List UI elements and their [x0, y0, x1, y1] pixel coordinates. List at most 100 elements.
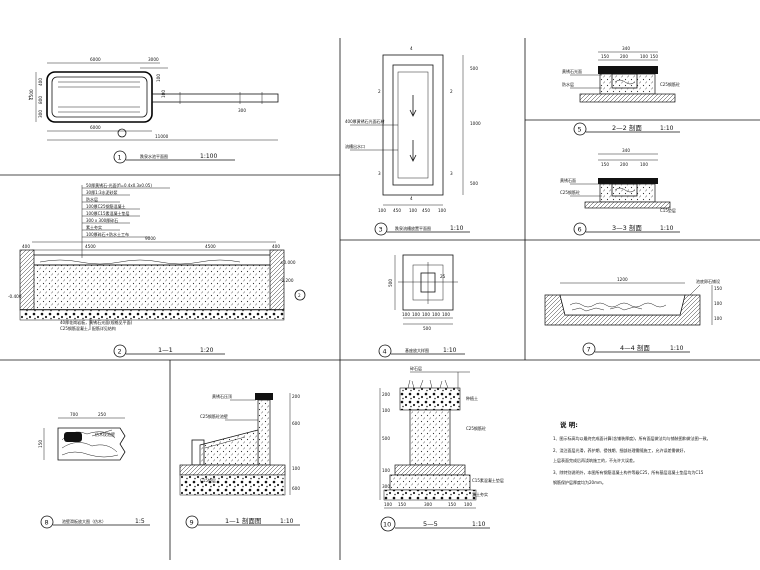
sec5-label-1: 黄锈石光面 — [562, 68, 582, 74]
plan3-dim-b1: 100 — [378, 208, 386, 213]
sec5-dim-4: 100 — [640, 54, 648, 59]
base4-side: 500 — [388, 279, 393, 287]
sec5-label-3: C25钢筋砼 — [660, 81, 680, 87]
sec7-dim-4: 100 — [714, 316, 722, 321]
sec10-dim-4: 100 — [382, 468, 390, 473]
sec10-dim-3: 500 — [382, 436, 390, 441]
detail-5-scale: 1:10 — [660, 125, 674, 132]
detail-3-num: 3 — [379, 226, 383, 234]
notes-item-5: 钢筋保护层厚度均为20mm。 — [553, 479, 606, 485]
sec6-dim-4: 100 — [640, 162, 648, 167]
sec2-bottom-note-2: C25钢筋混凝土，配筋详见结构 — [60, 325, 116, 331]
base4-d2: 100 — [412, 312, 420, 317]
plan3-dim-side-3: 500 — [470, 181, 478, 186]
notes-item-2: 2、浇注面层光滑，养护期、侵蚀期、细部处理需随施工，允许误差需做好， — [553, 447, 688, 453]
sec2-dim-edge-2: 400 — [272, 244, 280, 249]
sec5-dim-3: 200 — [620, 54, 628, 59]
sec7-dim-1: 1200 — [617, 277, 628, 282]
sec2-dim-edge-1: 400 — [22, 244, 30, 249]
sec10-dim-5: 300 — [382, 484, 390, 489]
sec7-label-1: 池底卵石铺设 — [696, 278, 720, 284]
plan3-cut-5: 3 — [450, 171, 453, 176]
sec9-dim-2: 600 — [292, 421, 300, 426]
sec5-dim-5: 150 — [650, 54, 658, 59]
sec5-dim-1: 340 — [622, 46, 630, 51]
sec10-label-4: C15素混凝土垫层 — [472, 477, 504, 483]
plan3-cut-2: 2 — [378, 89, 381, 94]
base4-center: 25 — [440, 274, 446, 279]
wall8-dim-2: 250 — [98, 412, 106, 417]
sec10-label-1: 碎石层 — [410, 365, 422, 371]
detail-7-section: 1200 150 100 100 池底卵石铺设 7 4—4 剖面 1:10 — [544, 277, 722, 356]
sec6-label-2: C25钢筋砼 — [560, 189, 580, 195]
wall8-dim-1: 700 — [70, 412, 78, 417]
detail-1-pool-plan: 6000 3000 6000 11000 4500 400 800 300 10… — [28, 57, 279, 164]
detail-4-num: 4 — [383, 348, 387, 356]
plan3-cut-1: 4 — [410, 46, 413, 51]
sec2-dim-total: 9000 — [145, 236, 156, 241]
plan3-dim-b5: 100 — [438, 208, 446, 213]
detail-5-section: 340 150 200 100 150 黄锈石光面 防水层 C25钢筋砼 5 2… — [562, 46, 680, 136]
wall8-dim-3: 150 — [38, 440, 43, 448]
sec10-dim-1: 200 — [382, 392, 390, 397]
notes-heading: 说 明: — [560, 420, 578, 429]
detail-9-title: 1—1 剖面图 — [225, 516, 261, 525]
sec9-dim-1: 200 — [292, 394, 300, 399]
detail-3-title: 跌泉流槽放置平面图 — [395, 225, 431, 231]
sec10-b3: 300 — [424, 502, 432, 507]
detail-4-title: 基座放大样图 — [405, 347, 429, 353]
plan1-dim-left-3: 800 — [38, 96, 43, 104]
sec10-label-2: C25钢筋砼 — [466, 425, 486, 431]
plan1-dim-right-3: 300 — [238, 108, 246, 113]
sec2-leader-7: 素土夯实 — [86, 224, 102, 230]
detail-6-scale: 1:10 — [660, 225, 674, 232]
sec5-dim-2: 150 — [601, 54, 609, 59]
sec2-leader-1: 50厚黄锈石-光面(fl=0.4x0.3x0.05) — [86, 182, 152, 188]
sec10-b1: 100 — [384, 502, 392, 507]
plan1-dim-left-2: 400 — [38, 78, 43, 86]
detail-3-scale: 1:10 — [450, 225, 464, 232]
section-mark-1-left: 1 — [28, 96, 31, 101]
detail-3-flume-plan: 4 2 2 3 3 4 400厚黄锈石光面石材 流槽出水口 500 1000 5… — [345, 46, 481, 236]
sec9-label-2: C25钢筋砼池壁 — [200, 413, 228, 419]
detail-2-num: 2 — [118, 348, 122, 356]
sec7-dim-3: 100 — [714, 301, 722, 306]
detail-7-title: 4—4 剖面 — [620, 343, 650, 352]
detail-10-num: 10 — [383, 521, 391, 529]
plan3-cut-6: 4 — [410, 196, 413, 201]
sec9-dim-4: 600 — [292, 486, 300, 491]
notes-item-1: 1、图示标高均以最终完成面计算(含铺装厚度)，所有面层做法均与铺装图和做法图一致… — [553, 435, 711, 441]
sec6-label-3: C15垫层 — [660, 207, 676, 213]
detail-4-scale: 1:10 — [443, 347, 457, 354]
detail-1-title: 跌泉水池平面图 — [140, 153, 168, 159]
sec2-leader-8: 100厚碎石+防水土工布 — [86, 231, 129, 237]
base4-d1: 100 — [402, 312, 410, 317]
detail-9-wall-section: 200 600 100 600 黄锈石压顶 C25钢筋砼池壁 C15垫层 9 1… — [179, 393, 300, 529]
detail-6-title: 3—3 剖面 — [612, 223, 642, 232]
detail-8-num: 8 — [45, 519, 49, 527]
notes-item-4: 3、除特别说明外，本图所有钢筋混凝土构件等级C25，所有基层混凝土垫层均为C15 — [553, 469, 704, 475]
sec2-leader-2: 30厚1:3水泥砂浆 — [86, 189, 118, 195]
sec10-label-3: 种植土 — [466, 395, 478, 401]
sec10-label-5: 素土夯实 — [472, 491, 488, 497]
sec7-dim-2: 150 — [714, 286, 722, 291]
detail-1-scale: 1:100 — [200, 153, 217, 160]
sec2-leader-5: 100厚C15素混凝土垫层 — [86, 210, 130, 216]
plan1-dim-left-1: 4500 — [29, 89, 34, 100]
plan3-dim-b2: 450 — [393, 208, 401, 213]
sec2-level-1: ±0.000 — [280, 260, 296, 265]
plan3-dim-b4: 450 — [422, 208, 430, 213]
plan3-dim-side-1: 500 — [470, 66, 478, 71]
sec2-leader-3: 防水层 — [86, 196, 98, 202]
sec9-dim-3: 100 — [292, 466, 300, 471]
detail-7-num: 7 — [587, 346, 591, 354]
sec2-leader-6: 300 x 300厚碎石 — [86, 217, 118, 223]
base4-d4: 100 — [432, 312, 440, 317]
sec6-label-1: 黄锈石面 — [560, 177, 576, 183]
notes-item-3: 上层表面完成后再浇筑施工的，不允许大误差。 — [553, 457, 637, 463]
plan1-dim-top-2: 3000 — [148, 57, 159, 62]
base4-total: 500 — [423, 326, 431, 331]
sec6-dim-1: 340 — [622, 148, 630, 153]
plan1-dim-bottom-2: 11000 — [155, 134, 169, 139]
